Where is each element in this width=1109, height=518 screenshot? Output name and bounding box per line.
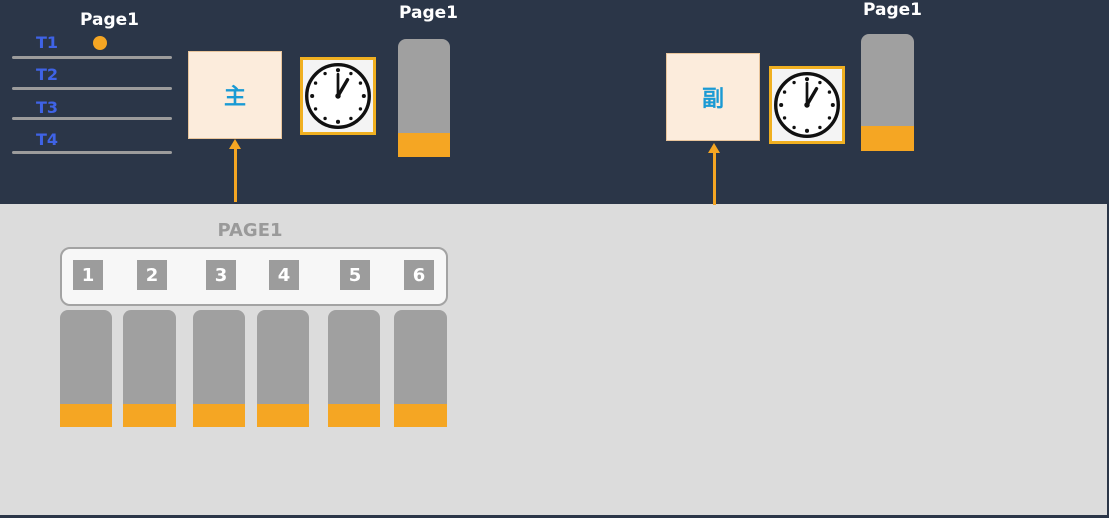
page-bar-1 xyxy=(60,310,112,427)
page-bar-2-fill xyxy=(123,403,176,427)
page-bar-6-fill xyxy=(394,403,447,427)
clock-icon xyxy=(774,72,840,138)
secondary-bar-title: Page1 xyxy=(863,0,923,20)
main-level-fill xyxy=(398,133,450,157)
page-frame xyxy=(60,247,448,306)
track-line-t1 xyxy=(12,56,172,59)
page-slot-6: 6 xyxy=(404,260,434,290)
page-bar-1-fill xyxy=(60,403,112,427)
track-label-t3: T3 xyxy=(36,98,59,117)
track-line-t3 xyxy=(12,117,172,120)
page-slot-3: 3 xyxy=(206,260,236,290)
page-bar-4-fill xyxy=(257,403,309,427)
secondary-box: 副 xyxy=(666,53,760,141)
main-up-arrow xyxy=(229,139,241,202)
main-box: 主 xyxy=(188,51,282,139)
main-bar-title: Page1 xyxy=(399,3,459,23)
page-bar-5 xyxy=(328,310,380,427)
clock-main xyxy=(300,57,376,135)
page-slot-1: 1 xyxy=(73,260,103,290)
secondary-up-arrow xyxy=(708,143,720,205)
tracks-page-title: Page1 xyxy=(80,10,140,30)
secondary-level-fill xyxy=(861,126,914,151)
page-bar-2 xyxy=(123,310,176,427)
page-bar-3 xyxy=(193,310,245,427)
page-slot-2: 2 xyxy=(137,260,167,290)
main-level-bar xyxy=(398,39,450,157)
track-line-t4 xyxy=(12,151,172,154)
secondary-level-bar xyxy=(861,34,914,151)
page-section-title: PAGE1 xyxy=(217,220,283,241)
page-slot-4: 4 xyxy=(269,260,299,290)
current-position-dot xyxy=(93,36,107,50)
page-slot-5: 5 xyxy=(340,260,370,290)
top-panel xyxy=(0,0,1109,204)
page-bar-6 xyxy=(394,310,447,427)
page-bar-3-fill xyxy=(193,403,245,427)
page-bar-4 xyxy=(257,310,309,427)
track-label-t2: T2 xyxy=(36,65,59,84)
page-bar-5-fill xyxy=(328,403,380,427)
track-line-t2 xyxy=(12,87,172,90)
clock-icon xyxy=(305,63,371,129)
clock-secondary xyxy=(769,66,845,144)
track-label-t4: T4 xyxy=(36,130,59,149)
track-label-t1: T1 xyxy=(36,33,59,52)
